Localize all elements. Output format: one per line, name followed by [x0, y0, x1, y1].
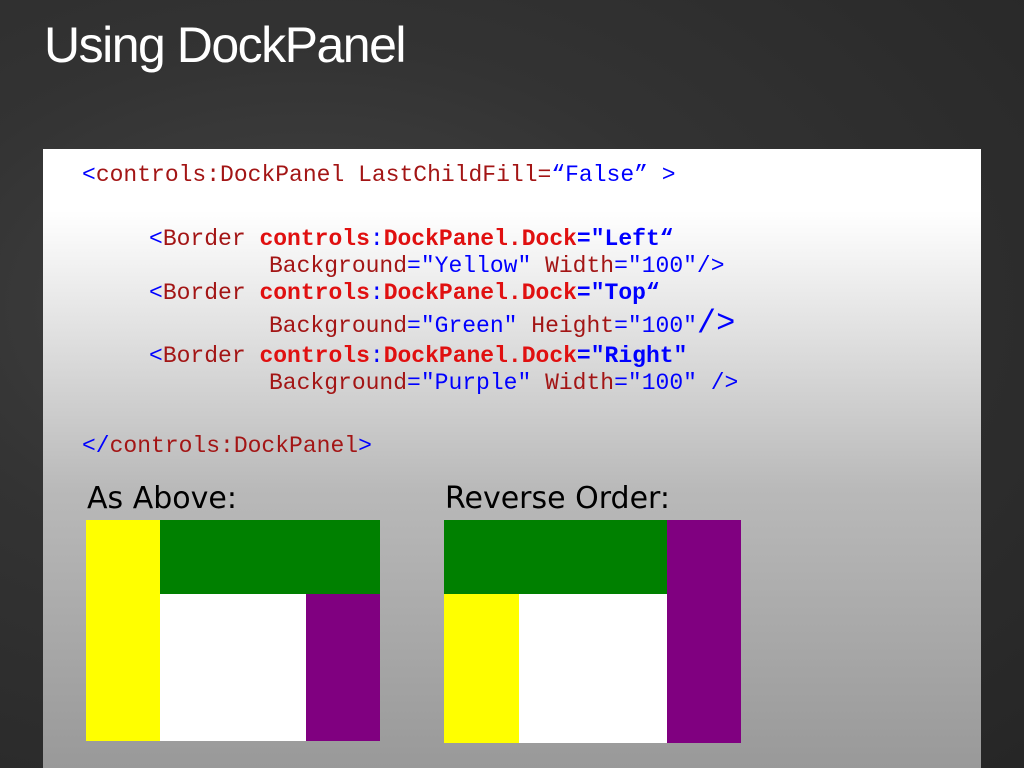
caption-as-above: As Above: [87, 481, 237, 516]
code-eq: = [614, 370, 628, 396]
dock-demo-reverse-order [444, 520, 741, 743]
code-prefix: controls [259, 226, 370, 252]
dock-left-yellow [444, 594, 519, 743]
code-border-right-line1: <Border controls:DockPanel.Dock="Right" [149, 343, 687, 369]
code-lt: < [149, 280, 163, 306]
code-end: /> [696, 305, 736, 342]
code-eq: = [407, 313, 421, 339]
code-open-attr: LastChildFill= [344, 162, 552, 188]
code-attr: Background [269, 253, 408, 279]
code-open-gt: > [647, 162, 676, 188]
code-val: "Yellow" [420, 253, 532, 279]
code-attr: Height [517, 313, 615, 339]
caption-reverse-order: Reverse Order: [445, 481, 670, 516]
code-eq: = [614, 253, 628, 279]
code-eq: = [576, 226, 591, 252]
code-prefix: controls [259, 343, 370, 369]
code-open-lt: < [82, 162, 96, 188]
code-val: "Top“ [590, 280, 660, 306]
code-close-lt: </ [82, 433, 110, 459]
code-tag: Border [162, 226, 246, 252]
code-colon: : [369, 280, 384, 306]
code-open-tag: controls:DockPanel [95, 162, 345, 188]
code-val: "100" [627, 313, 697, 339]
code-close-tag: controls:DockPanel [109, 433, 359, 459]
code-val: "100" [627, 370, 697, 396]
code-prefix: controls [259, 280, 370, 306]
code-colon: : [369, 343, 384, 369]
code-val: "Green" [420, 313, 518, 339]
code-attr: Background [269, 370, 408, 396]
code-tag: Border [162, 343, 246, 369]
slide-title: Using DockPanel [44, 17, 407, 73]
content-panel: <controls:DockPanel LastChildFill=“False… [43, 149, 981, 768]
code-val: "Right" [590, 343, 688, 369]
code-close-line: </controls:DockPanel> [82, 433, 372, 459]
code-prop: DockPanel.Dock [383, 343, 577, 369]
dock-top-green [160, 520, 380, 594]
code-val: "Purple" [420, 370, 532, 396]
dock-demo-as-above [86, 520, 380, 741]
code-end: /> [696, 370, 739, 396]
code-open-line: <controls:DockPanel LastChildFill=“False… [82, 162, 676, 188]
code-attr: Width [531, 370, 615, 396]
code-end: /> [696, 253, 725, 279]
code-val: "Left“ [590, 226, 674, 252]
code-open-val: “False” [551, 162, 648, 188]
code-prop: DockPanel.Dock [383, 226, 577, 252]
dock-top-green [444, 520, 667, 594]
code-border-right-line2: Background="Purple" Width="100" /> [269, 370, 738, 396]
code-tag: Border [162, 280, 246, 306]
code-attr: Background [269, 313, 408, 339]
code-attr: Width [531, 253, 615, 279]
code-border-top-line2: Background="Green" Height="100"/> [269, 308, 735, 340]
code-lt: < [149, 226, 163, 252]
code-eq: = [614, 313, 628, 339]
code-border-left-line1: <Border controls:DockPanel.Dock="Left“ [149, 226, 674, 252]
code-lt: < [149, 343, 163, 369]
dock-left-yellow [86, 520, 160, 741]
code-colon: : [369, 226, 384, 252]
dock-right-purple [306, 594, 380, 741]
code-val: "100" [627, 253, 697, 279]
code-eq: = [576, 343, 591, 369]
code-prop: DockPanel.Dock [383, 280, 577, 306]
code-close-gt: > [358, 433, 372, 459]
code-border-left-line2: Background="Yellow" Width="100"/> [269, 253, 725, 279]
code-eq: = [576, 280, 591, 306]
code-border-top-line1: <Border controls:DockPanel.Dock="Top“ [149, 280, 660, 306]
code-eq: = [407, 370, 421, 396]
code-eq: = [407, 253, 421, 279]
dock-right-purple [667, 520, 741, 743]
